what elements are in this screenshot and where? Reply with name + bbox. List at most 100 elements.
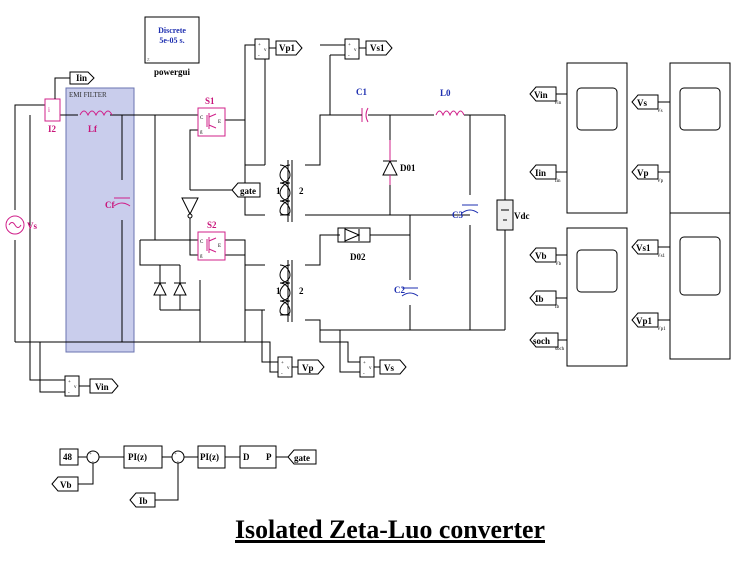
svg-text:+: + <box>281 361 284 366</box>
svg-text:g: g <box>200 254 203 259</box>
svg-text:I2: I2 <box>48 124 57 134</box>
scope3-in-vb[interactable]: Vb Vb <box>529 247 567 267</box>
inductor-lf[interactable]: Lf <box>78 110 113 134</box>
capacitor-c3[interactable]: C3 <box>452 204 479 220</box>
emi-filter-region[interactable] <box>65 87 135 353</box>
svg-text:Cf: Cf <box>105 200 115 210</box>
control-ref-48[interactable]: 48 <box>59 448 79 466</box>
svg-text:D02: D02 <box>350 252 366 262</box>
scope2-in-vp[interactable]: Vp Vp <box>631 164 670 184</box>
tag-iin-top[interactable]: Iin <box>54 71 95 99</box>
battery-vdc[interactable]: Vdc <box>496 199 530 231</box>
switch-s1[interactable]: C E g S1 <box>197 96 226 137</box>
sum-block-1[interactable]: + - <box>86 450 100 465</box>
control-wiring <box>78 456 288 501</box>
capacitor-cf[interactable]: Cf <box>105 197 131 210</box>
capacitor-c2[interactable]: C2 <box>394 285 419 297</box>
pwm-block[interactable]: D P <box>239 445 277 469</box>
capacitor-c1[interactable]: C1 <box>356 87 373 123</box>
svg-text:P: P <box>266 452 272 462</box>
ac-source-vs[interactable]: Vs <box>5 215 37 235</box>
control-tag-gate[interactable]: gate <box>287 449 317 465</box>
scope4-in-vp1[interactable]: Vp1 Vp1 <box>631 312 670 332</box>
svg-text:Vb: Vb <box>60 480 72 490</box>
svg-text:48: 48 <box>63 452 73 462</box>
switch-s2[interactable]: C E g S2 <box>197 220 226 261</box>
svg-text:PI(z): PI(z) <box>128 452 147 462</box>
vsensor-vp[interactable]: + v - Vp <box>277 356 325 378</box>
inductor-l0[interactable]: L0 <box>434 88 465 118</box>
svg-text:gate: gate <box>240 186 256 196</box>
diode-d01[interactable]: D01 <box>382 140 416 185</box>
svg-text:C: C <box>200 116 204 121</box>
control-tag-ib[interactable]: Ib <box>129 492 156 508</box>
svg-text:+: + <box>258 43 261 48</box>
scope3-in-soch[interactable]: soch soch <box>529 332 567 352</box>
svg-text:C3: C3 <box>452 210 463 220</box>
vsensor-vs1[interactable]: + v - Vs1 <box>344 38 393 60</box>
powergui-block[interactable]: Discrete 5e-05 s. z <box>144 16 200 64</box>
svg-text:D: D <box>243 452 250 462</box>
tag-gate-mid[interactable]: gate <box>231 182 261 198</box>
scope4-in-vs1[interactable]: Vs1 Vs1 <box>631 239 670 259</box>
svg-text:-: - <box>363 372 365 377</box>
svg-text:v: v <box>264 48 267 53</box>
svg-text:Vs1: Vs1 <box>636 243 651 253</box>
svg-text:Ib: Ib <box>535 294 544 304</box>
scope1-in-vin[interactable]: Vin Vin <box>529 86 567 106</box>
scope-1[interactable] <box>530 62 628 214</box>
svg-text:Vin: Vin <box>534 90 548 100</box>
vsensor-vp1[interactable]: + v - Vp1 <box>254 38 303 60</box>
svg-text:Vs: Vs <box>384 363 394 373</box>
scope1-in-iin[interactable]: Iin Iin <box>529 164 567 184</box>
svg-text:soch: soch <box>555 347 565 352</box>
svg-text:g: g <box>200 130 203 135</box>
svg-text:-: - <box>177 460 179 465</box>
svg-text:-: - <box>281 372 283 377</box>
svg-text:Vin: Vin <box>554 101 562 106</box>
svg-text:Iin: Iin <box>535 168 546 178</box>
scope2-in-vs[interactable]: Vs Vs <box>631 94 670 114</box>
svg-text:Vin: Vin <box>95 382 109 392</box>
svg-text:v: v <box>74 385 77 390</box>
transformer-1[interactable]: 1 2 <box>276 160 304 222</box>
svg-text:Vs: Vs <box>657 109 663 114</box>
svg-text:E: E <box>218 244 221 249</box>
scope-2[interactable] <box>669 62 731 214</box>
svg-text:E: E <box>218 120 221 125</box>
svg-text:gate: gate <box>294 453 310 463</box>
svg-text:2: 2 <box>299 186 304 196</box>
diode-bridge[interactable] <box>153 281 187 296</box>
svg-text:+: + <box>174 452 177 457</box>
transformer-2[interactable]: 1 2 <box>276 260 304 322</box>
svg-text:Iin: Iin <box>76 73 87 83</box>
svg-text:Vp: Vp <box>302 363 314 373</box>
svg-text:-: - <box>258 54 260 59</box>
current-sensor-i2[interactable]: i I2 <box>44 98 61 134</box>
sum-block-2[interactable]: + - <box>171 450 185 465</box>
svg-text:-: - <box>92 460 94 465</box>
svg-text:Vs1: Vs1 <box>657 254 666 259</box>
pi-block-2[interactable]: PI(z) <box>197 445 226 469</box>
scope3-in-ib[interactable]: Ib Ib <box>529 290 567 310</box>
scope-3[interactable] <box>566 227 628 367</box>
svg-text:S1: S1 <box>205 96 215 106</box>
svg-text:Vb: Vb <box>535 251 547 261</box>
svg-text:Vp1: Vp1 <box>279 43 296 53</box>
vsensor-vin[interactable]: + v - Vin <box>64 375 119 397</box>
svg-text:D01: D01 <box>400 163 416 173</box>
svg-text:1: 1 <box>276 186 281 196</box>
svg-text:C2: C2 <box>394 285 405 295</box>
not-gate[interactable] <box>181 197 199 219</box>
svg-text:Vb: Vb <box>555 262 562 267</box>
svg-text:-: - <box>68 391 70 396</box>
scope-4[interactable] <box>669 212 731 360</box>
svg-text:Vs: Vs <box>637 98 647 108</box>
diode-d02[interactable]: D02 <box>337 227 371 262</box>
svg-text:Vdc: Vdc <box>514 211 530 221</box>
vsensor-vs[interactable]: + v - Vs <box>359 356 407 378</box>
svg-text:+: + <box>348 43 351 48</box>
control-tag-vb[interactable]: Vb <box>51 476 79 492</box>
pi-block-1[interactable]: PI(z) <box>123 445 163 469</box>
